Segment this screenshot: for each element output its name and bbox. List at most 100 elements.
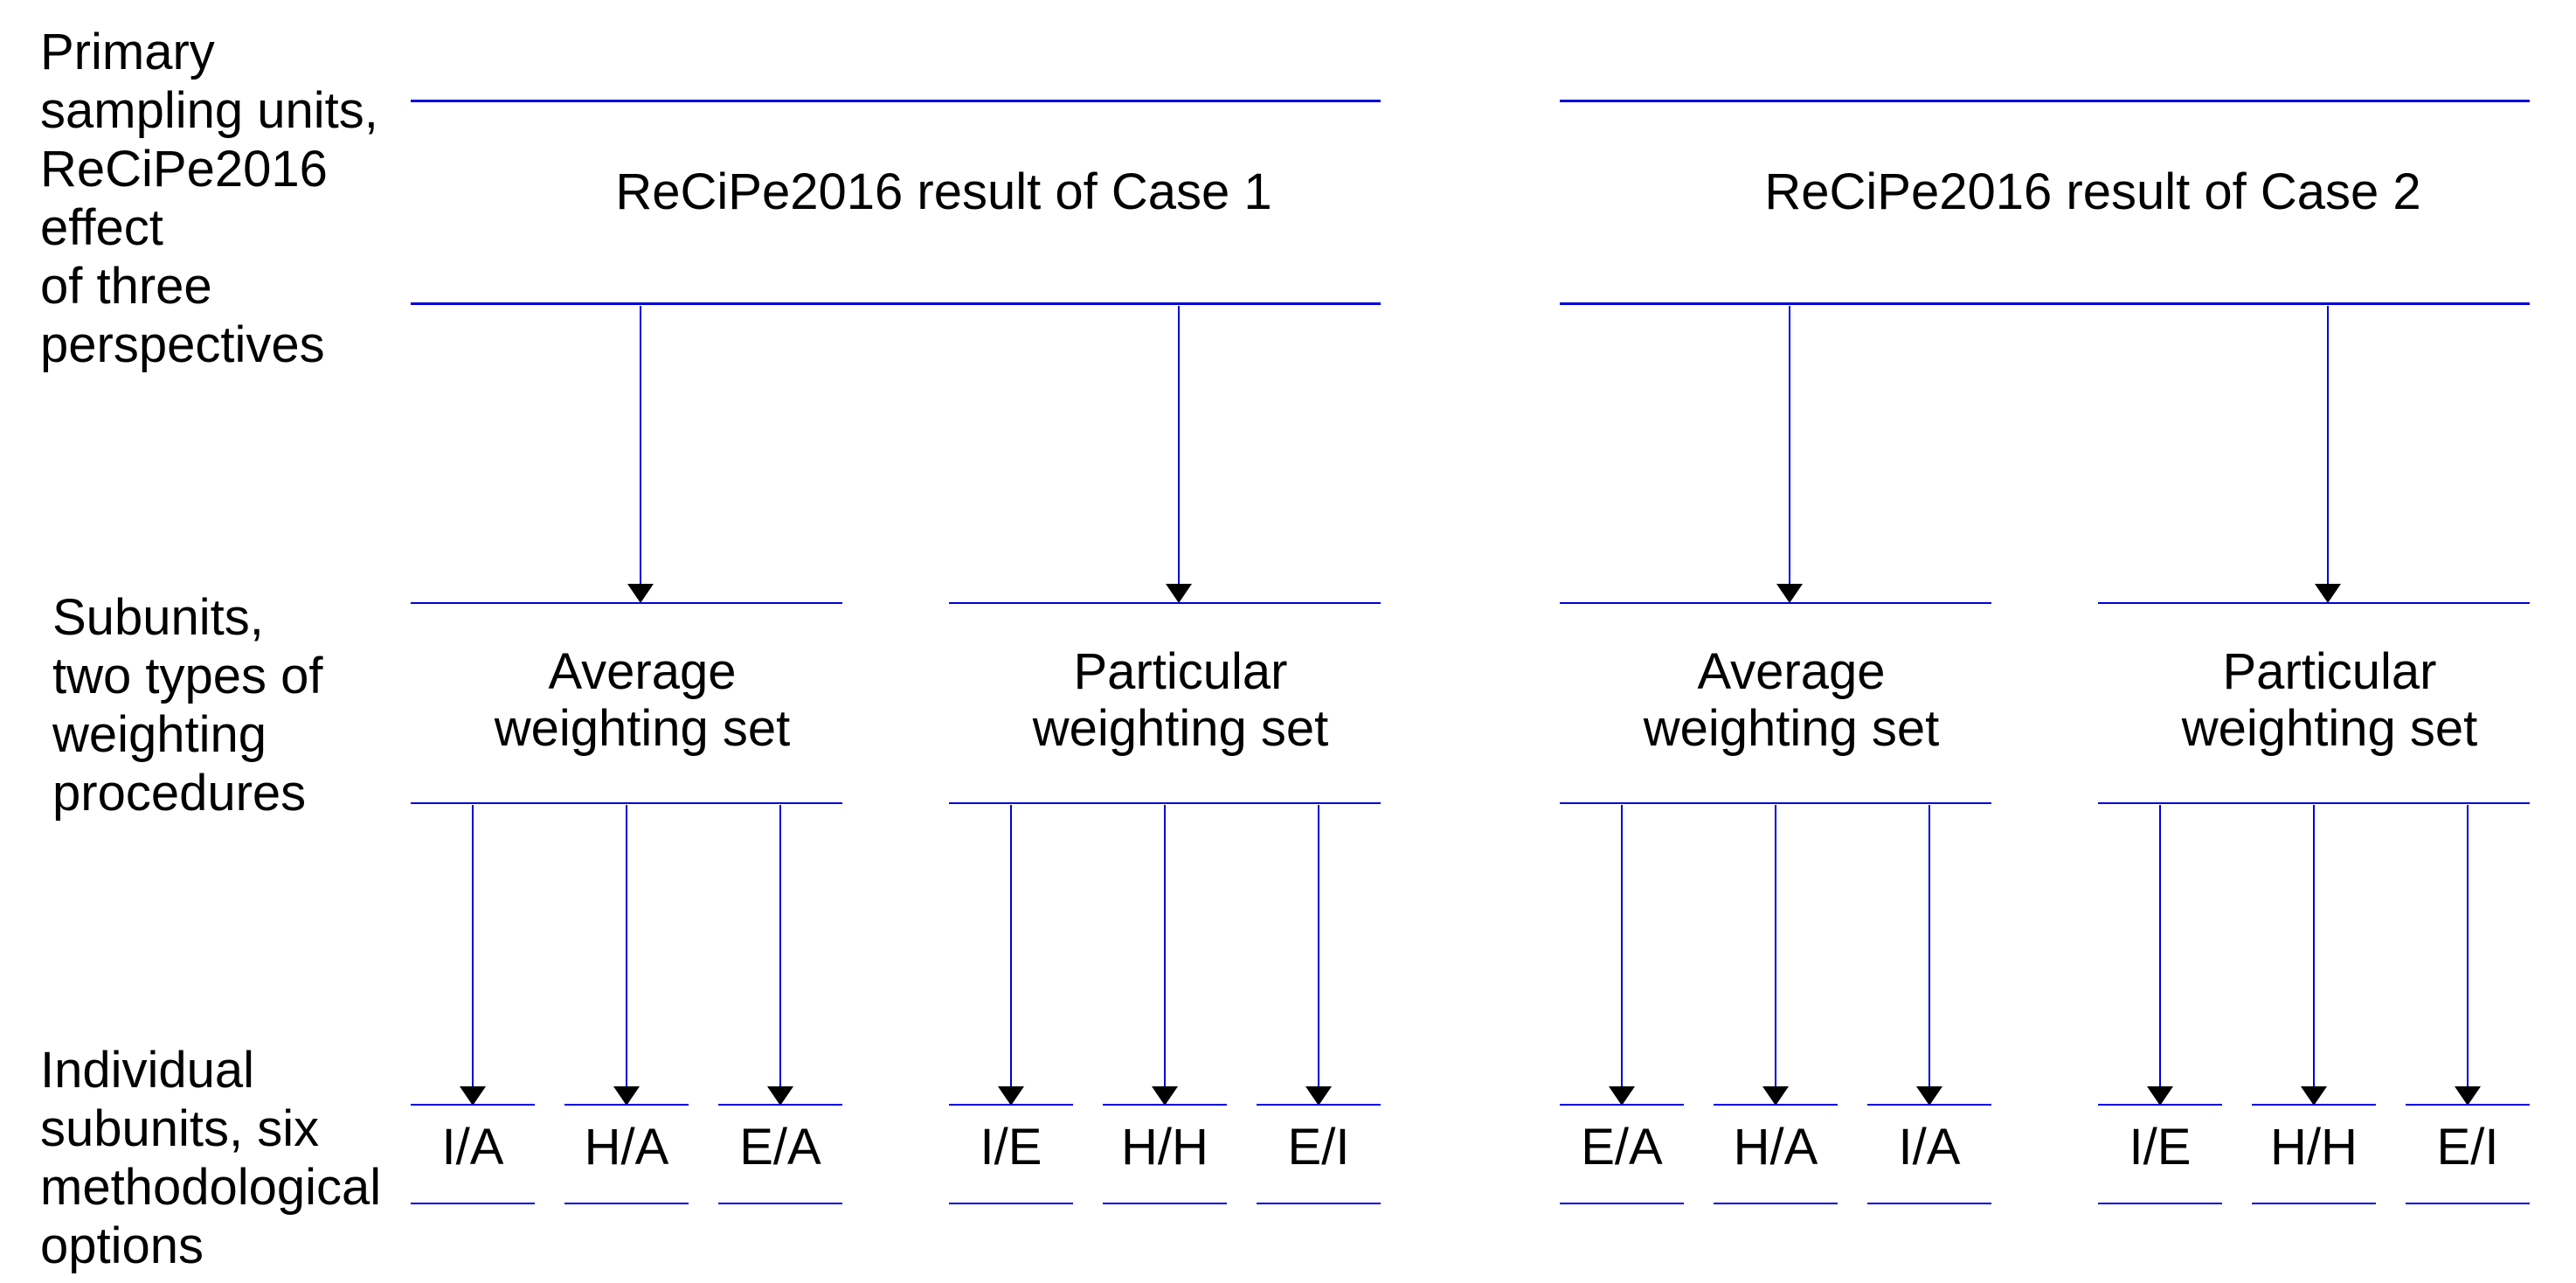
row-label-individual-subunits: Individual subunits, six methodological … [40, 1041, 381, 1275]
option-arrow-line [1775, 805, 1776, 1086]
row-label-line: Individual [40, 1042, 255, 1099]
case1-option-6: E/I [1287, 1119, 1350, 1176]
case1-avg-bottom-line [411, 802, 842, 804]
case2-title: ReCiPe2016 result of Case 2 [1764, 163, 2421, 220]
option-bottom-line [1867, 1203, 1991, 1204]
case2-part-arrow-line [2327, 306, 2329, 584]
case2-avg-bottom-line [1560, 802, 1991, 804]
option-arrowhead-icon [1916, 1086, 1942, 1106]
subunit-label-line: weighting set [494, 700, 791, 757]
row-label-primary-sampling-units: Primary sampling units, ReCiPe2016 effec… [40, 23, 378, 374]
row-label-line: of three [40, 258, 212, 315]
option-arrow-line [1318, 805, 1319, 1086]
case1-option-1: I/A [441, 1119, 504, 1176]
case1-part-label: Particular weighting set [949, 643, 1381, 757]
case1-part-arrow-line [1178, 306, 1180, 584]
case2-top-line [1560, 100, 2530, 102]
option-arrowhead-icon [2301, 1086, 2327, 1106]
subunit-label-line: Particular [2222, 643, 2437, 700]
option-top-line [2252, 1104, 2376, 1106]
row-label-line: effect [40, 199, 163, 256]
row-label-line: weighting [52, 706, 267, 763]
option-bottom-line [718, 1203, 842, 1204]
option-arrow-line [2313, 805, 2315, 1086]
case1-part-top-line [949, 602, 1381, 604]
case2-avg-top-line [1560, 602, 1991, 604]
case1-option-5: H/H [1121, 1119, 1208, 1176]
row-label-line: perspectives [40, 316, 325, 373]
case2-option-2: H/A [1733, 1119, 1818, 1176]
case2-avg-arrowhead-icon [1776, 584, 1803, 603]
option-arrowhead-icon [1152, 1086, 1178, 1106]
option-arrow-line [1929, 805, 1930, 1086]
case2-part-arrowhead-icon [2315, 584, 2341, 603]
row-label-line: Subunits, [52, 589, 264, 646]
case2-option-5: H/H [2270, 1119, 2358, 1176]
case1-option-3: E/A [739, 1119, 821, 1176]
option-arrowhead-icon [1305, 1086, 1332, 1106]
option-top-line [564, 1104, 689, 1106]
option-bottom-line [1714, 1203, 1838, 1204]
option-arrow-line [472, 805, 474, 1086]
case2-option-3: I/A [1898, 1119, 1961, 1176]
row-label-line: Primary [40, 24, 215, 80]
option-arrow-line [2159, 805, 2161, 1086]
case2-option-6: E/I [2436, 1119, 2499, 1176]
option-top-line [1867, 1104, 1991, 1106]
subunit-label-line: Particular [1073, 643, 1288, 700]
option-arrow-line [626, 805, 627, 1086]
case2-part-top-line [2098, 602, 2530, 604]
case1-result-bottom-line [411, 302, 1381, 305]
option-bottom-line [2252, 1203, 2376, 1204]
subunit-label-line: weighting set [1643, 700, 1940, 757]
option-top-line [1560, 1104, 1684, 1106]
subunit-label-line: weighting set [1032, 700, 1329, 757]
case2-part-label: Particular weighting set [2098, 643, 2530, 757]
option-arrowhead-icon [1609, 1086, 1635, 1106]
row-label-line: procedures [52, 765, 307, 822]
option-bottom-line [1560, 1203, 1684, 1204]
subunit-label-line: weighting set [2181, 700, 2478, 757]
option-arrowhead-icon [460, 1086, 486, 1106]
case2-result-bottom-line [1560, 302, 2530, 305]
option-bottom-line [1103, 1203, 1227, 1204]
row-label-subunits: Subunits, two types of weighting procedu… [52, 588, 322, 822]
option-top-line [949, 1104, 1073, 1106]
option-arrow-line [779, 805, 781, 1086]
case1-title: ReCiPe2016 result of Case 1 [615, 163, 1272, 220]
option-arrow-line [1621, 805, 1623, 1086]
case1-option-2: H/A [584, 1119, 669, 1176]
option-top-line [2098, 1104, 2222, 1106]
option-bottom-line [411, 1203, 535, 1204]
case1-top-line [411, 100, 1381, 102]
case1-avg-label: Average weighting set [411, 643, 842, 757]
option-arrowhead-icon [2455, 1086, 2481, 1106]
option-top-line [1103, 1104, 1227, 1106]
subunit-label-line: Average [1697, 643, 1886, 700]
row-label-line: sampling units, [40, 82, 378, 139]
subunit-label-line: Average [548, 643, 737, 700]
case1-option-4: I/E [980, 1119, 1042, 1176]
option-bottom-line [2098, 1203, 2222, 1204]
case1-part-arrowhead-icon [1166, 584, 1192, 603]
option-bottom-line [2406, 1203, 2530, 1204]
row-label-line: two types of [52, 648, 323, 704]
option-arrowhead-icon [613, 1086, 640, 1106]
option-top-line [2406, 1104, 2530, 1106]
option-arrowhead-icon [1762, 1086, 1789, 1106]
case2-avg-arrow-line [1789, 306, 1790, 584]
option-arrow-line [1164, 805, 1166, 1086]
case2-option-4: I/E [2129, 1119, 2192, 1176]
case1-avg-arrow-line [640, 306, 641, 584]
option-bottom-line [949, 1203, 1073, 1204]
option-bottom-line [564, 1203, 689, 1204]
row-label-line: subunits, six [40, 1100, 320, 1157]
option-arrowhead-icon [767, 1086, 793, 1106]
row-label-line: options [40, 1217, 204, 1274]
option-arrowhead-icon [998, 1086, 1024, 1106]
option-top-line [1714, 1104, 1838, 1106]
case1-avg-arrowhead-icon [627, 584, 654, 603]
case2-option-1: E/A [1581, 1119, 1663, 1176]
option-arrow-line [2467, 805, 2469, 1086]
